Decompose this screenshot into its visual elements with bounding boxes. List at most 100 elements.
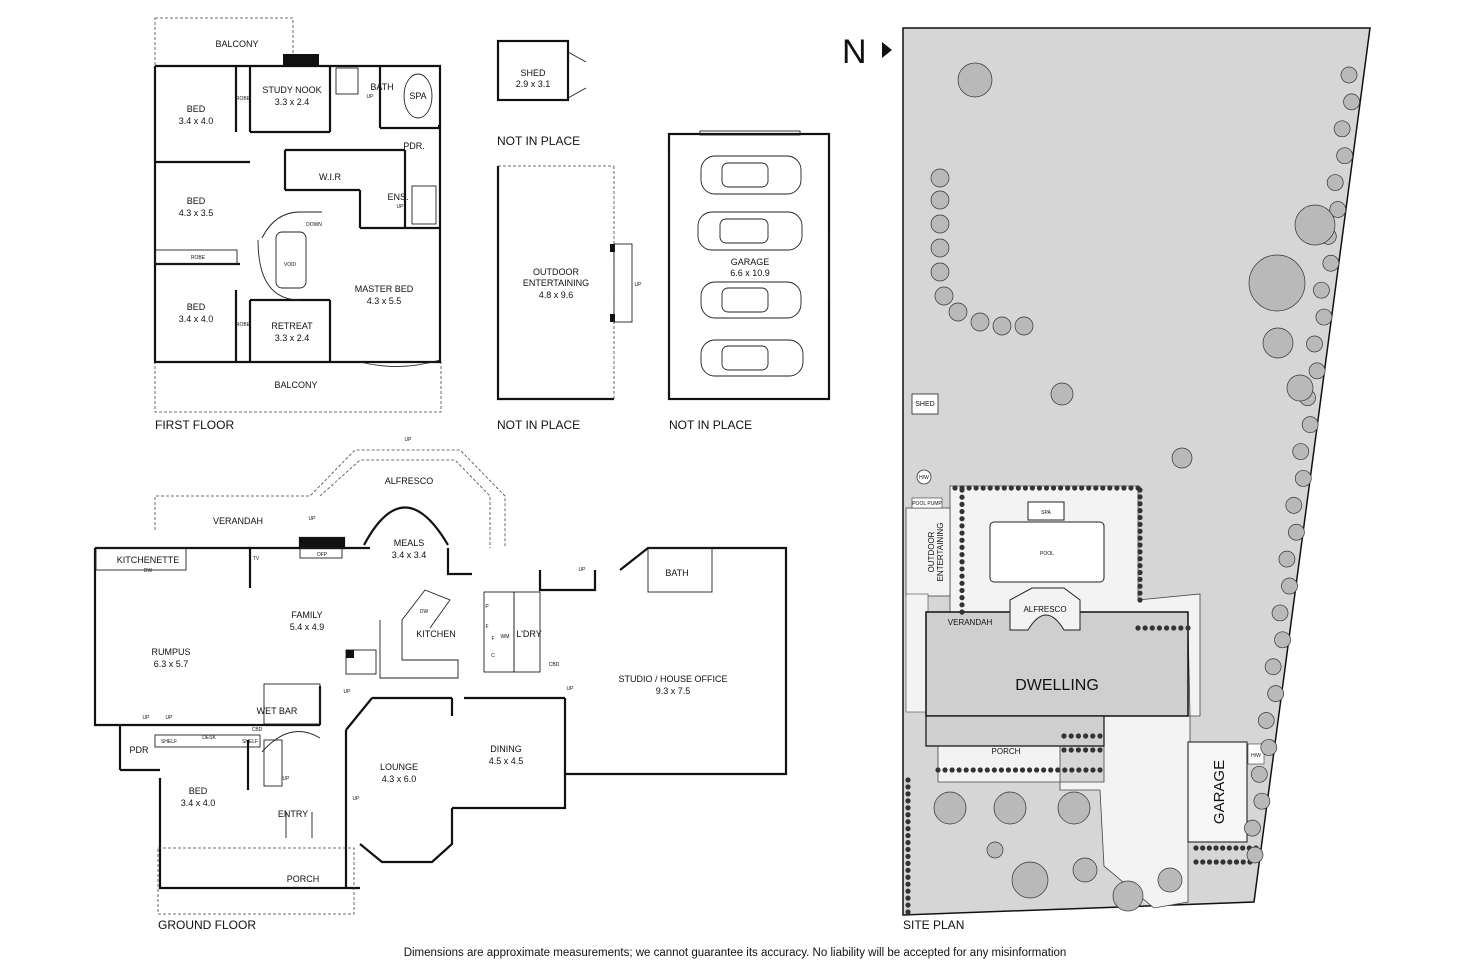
hedge-dot xyxy=(1008,485,1014,491)
pool-pump-label: POOL PUMP xyxy=(912,501,942,507)
hedge-dot xyxy=(1097,733,1103,739)
hedge-dot xyxy=(1226,845,1232,851)
meals-size: 3.4 x 3.4 xyxy=(392,550,427,560)
tree-icon xyxy=(1253,792,1271,810)
tree-icon xyxy=(1313,281,1330,299)
hedge-dot xyxy=(1137,508,1143,514)
hedge-dot xyxy=(1206,859,1213,865)
outdoor-entertaining-plan: OUTDOOR ENTERTAINING 4.8 x 9.6 UP NOT IN… xyxy=(496,165,642,432)
wir-label: W.I.R xyxy=(319,172,341,182)
hedge-dot xyxy=(966,485,972,491)
study-size: 3.3 x 2.4 xyxy=(275,97,310,107)
site-hwu2-label: H/W xyxy=(1251,753,1261,759)
hedge-dot xyxy=(959,609,965,615)
kitchen-label: KITCHEN xyxy=(416,629,456,639)
hedge-dot xyxy=(1034,767,1040,773)
tree-icon xyxy=(1308,362,1326,380)
car-icon-2 xyxy=(697,211,803,251)
master-size: 4.3 x 5.5 xyxy=(367,296,402,306)
tree-icon xyxy=(1329,201,1347,218)
hedge-dot xyxy=(1178,625,1184,631)
hedge-dot xyxy=(1200,859,1206,865)
hedge-dot xyxy=(959,559,965,565)
tree-icon xyxy=(992,316,1012,336)
garage-name: GARAGE xyxy=(731,257,770,267)
hedge-dot xyxy=(1043,485,1050,491)
hedge-dot xyxy=(959,573,965,579)
bed2-size: 4.3 x 3.5 xyxy=(179,208,214,218)
tree-icon xyxy=(930,262,950,282)
studio-size: 9.3 x 7.5 xyxy=(656,686,691,696)
oe-size: 4.8 x 9.6 xyxy=(539,290,574,300)
hedge-dot xyxy=(1193,845,1199,851)
hedge-dot xyxy=(1137,487,1143,493)
hedge-dot xyxy=(959,516,965,522)
disclaimer-text: Dimensions are approximate measurements;… xyxy=(404,947,1067,959)
hedge-dot xyxy=(963,767,969,773)
rumpus-name: RUMPUS xyxy=(151,647,190,657)
gf-up-b: UP xyxy=(166,715,174,721)
hedge-dot xyxy=(1121,485,1127,491)
tree-icon xyxy=(1281,577,1298,595)
balcony-top-label: BALCONY xyxy=(215,39,258,49)
hedge-dot xyxy=(1061,733,1067,739)
hedge-dot xyxy=(1233,845,1239,851)
site-verandah-label: VERANDAH xyxy=(948,618,993,627)
hedge-dot xyxy=(1114,485,1120,491)
tree-icon xyxy=(1011,861,1049,899)
c1-label: C xyxy=(491,653,495,659)
tree-icon xyxy=(1171,447,1193,469)
tree-icon xyxy=(1072,857,1098,883)
bed1-name: BED xyxy=(187,104,206,114)
hedge-dot xyxy=(905,819,911,825)
hedge-dot xyxy=(959,501,965,507)
shed-plan: SHED 2.9 x 3.1 NOT IN PLACE xyxy=(496,39,587,148)
hedge-dot xyxy=(959,530,965,536)
hedge-dot xyxy=(1137,501,1143,507)
robe1-label: ROBE xyxy=(236,96,251,102)
hedge-dot xyxy=(959,587,965,594)
ff-spa-label: SPA xyxy=(409,91,426,101)
site-oe-line2: ENTERTAINING xyxy=(936,523,945,582)
tree-icon xyxy=(930,214,950,234)
tree-icon xyxy=(1057,791,1091,825)
robe2-label: ROBE xyxy=(191,255,206,261)
tree-icon xyxy=(1294,204,1336,246)
hedge-dot xyxy=(1083,767,1089,773)
tree-icon xyxy=(930,168,950,188)
tv-label: TV xyxy=(253,556,260,562)
tree-icon xyxy=(1343,93,1360,111)
dining-name: DINING xyxy=(490,744,522,754)
hedge-dot xyxy=(987,485,993,491)
hedge-dot xyxy=(905,860,911,866)
hedge-dot xyxy=(1097,747,1103,753)
hedge-dot xyxy=(1068,733,1074,739)
tree-icon xyxy=(1322,254,1340,272)
gf-pdr-label: PDR xyxy=(129,745,149,755)
hedge-dot xyxy=(1135,625,1141,631)
hedge-dot xyxy=(1220,845,1226,851)
hedge-dot xyxy=(959,551,965,558)
ground-floor-plan: UP ALFRESCO VERANDAH UP KITCHENETTE DW T… xyxy=(93,437,788,932)
tree-icon xyxy=(1260,739,1278,756)
hedge-dot xyxy=(980,485,986,491)
hedge-dot xyxy=(1233,859,1240,865)
hedge-dot xyxy=(1026,767,1033,773)
hedge-dot xyxy=(1001,485,1007,491)
shelf2-label: SHELF xyxy=(242,739,258,745)
hedge-dot xyxy=(1041,767,1047,773)
hedge-dot xyxy=(905,839,911,846)
hedge-dot xyxy=(905,846,911,853)
hedge-dot xyxy=(1193,859,1199,865)
tree-icon xyxy=(1050,382,1074,406)
hedge-dot xyxy=(1075,747,1081,753)
hedge-dot xyxy=(905,888,911,894)
pool-label: POOL xyxy=(1040,551,1054,557)
hedge-dot xyxy=(1029,485,1036,491)
hedge-dot xyxy=(1055,767,1061,773)
tree-icon xyxy=(930,238,950,258)
hedge-dot xyxy=(1005,767,1012,773)
hedge-dot xyxy=(1079,485,1085,491)
hedge-dot xyxy=(1093,485,1099,491)
hedge-dot xyxy=(1137,590,1143,596)
